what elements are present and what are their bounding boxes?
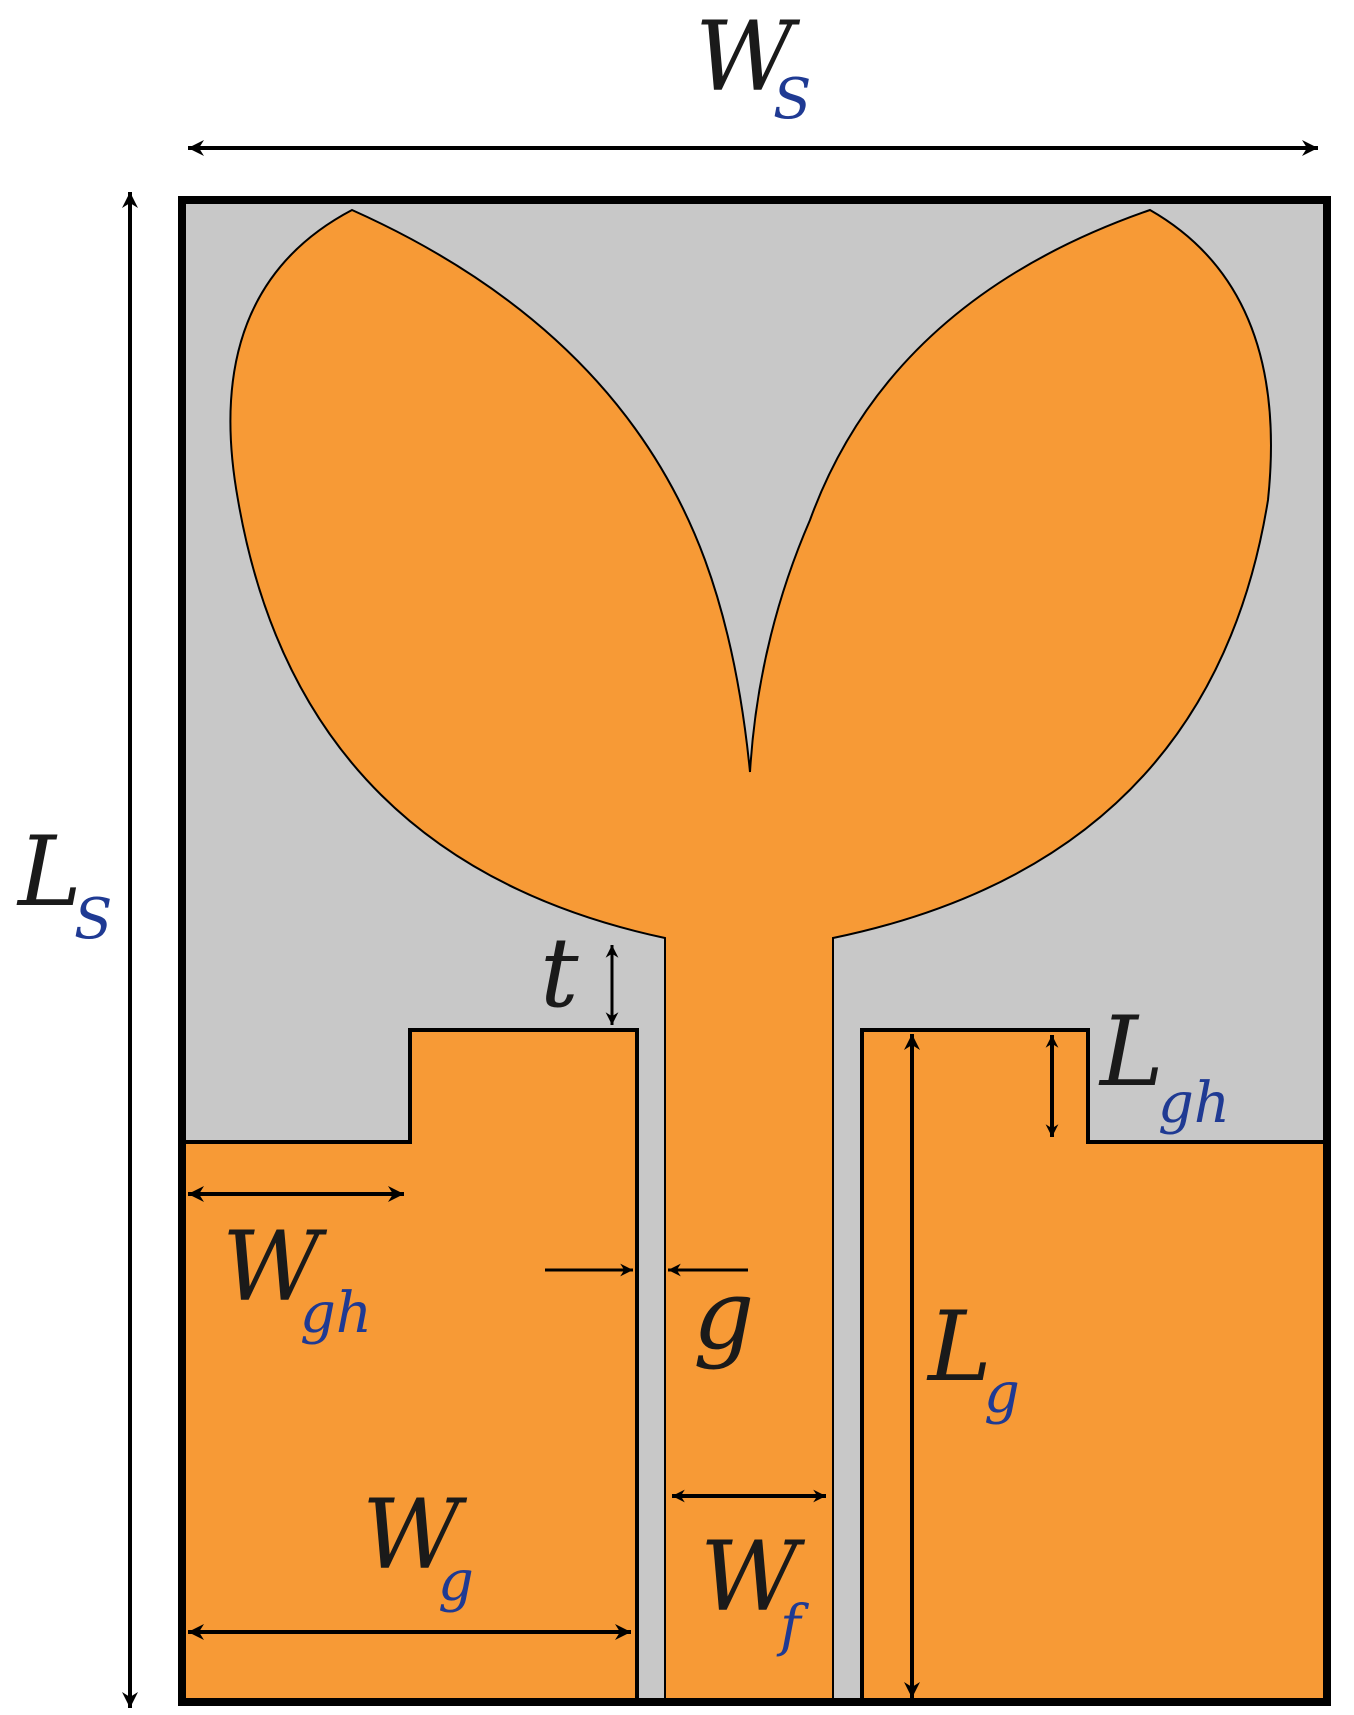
wf-label: W [700, 1521, 806, 1633]
ws-label-main: W [695, 1, 801, 113]
g-label: g [693, 1259, 754, 1371]
ws-label-sub: S [773, 67, 811, 132]
t-label: t [540, 917, 579, 1029]
lg-label: L [926, 1291, 992, 1403]
ws-label: W [695, 1, 801, 113]
wgh-label-sub: gh [300, 1281, 372, 1346]
lg-label-sub: g [984, 1361, 1020, 1426]
wg-label: W [362, 1479, 468, 1591]
lgh-label: L [1098, 996, 1164, 1108]
wgh-label: W [222, 1211, 328, 1323]
ls-label: L [16, 816, 82, 928]
substrate-outline [178, 196, 1331, 1706]
radiating-patch [229, 208, 1272, 1703]
lgh-label-sub: gh [1158, 1071, 1230, 1136]
ls-label-sub: S [74, 887, 112, 952]
wg-label-sub: g [438, 1549, 474, 1614]
